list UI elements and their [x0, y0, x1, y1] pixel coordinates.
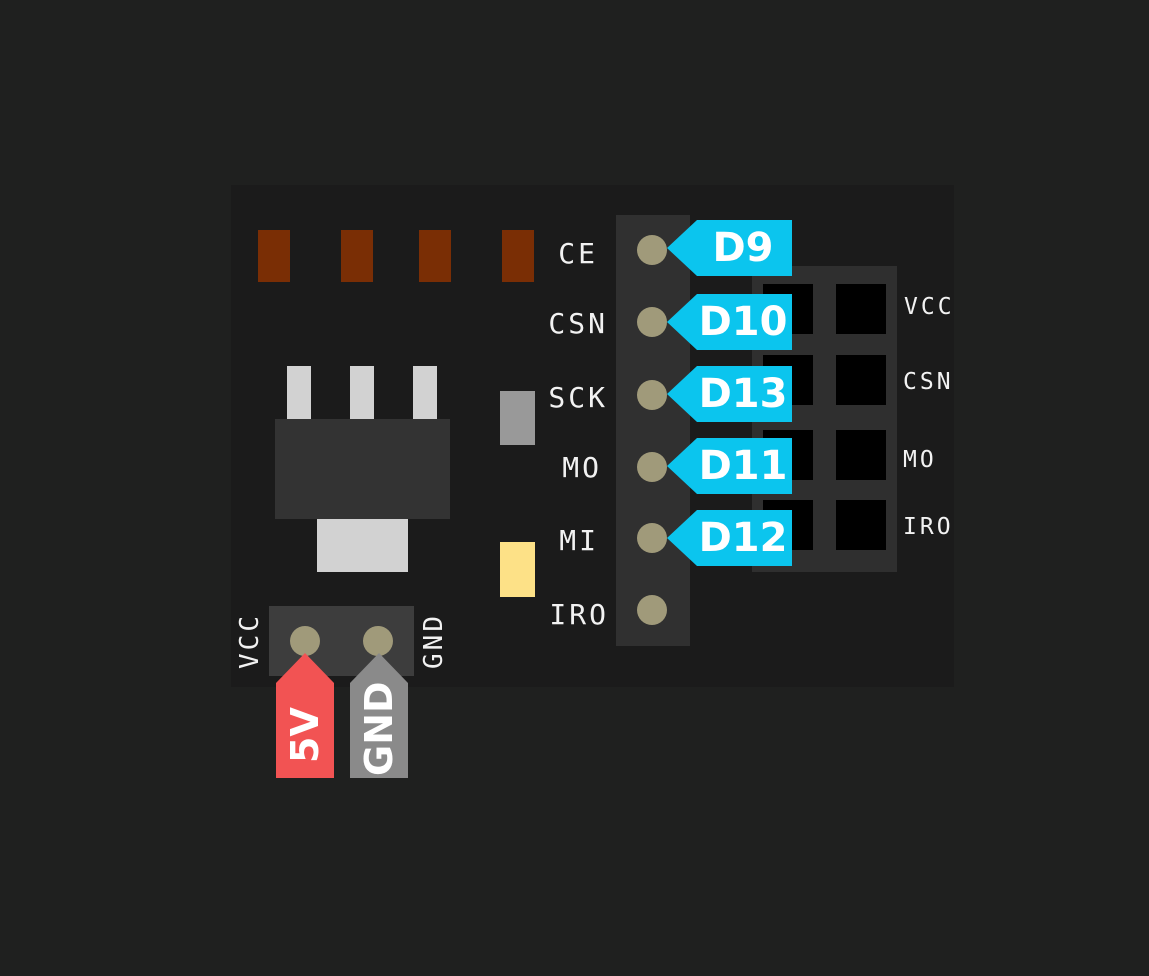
- regulator-pin: [413, 366, 437, 420]
- regulator-pin: [350, 366, 374, 420]
- pin-label-mo: MO: [562, 451, 602, 484]
- tag-label: GND: [357, 681, 401, 776]
- tag-label: D11: [698, 443, 788, 489]
- socket-label-mo: MO: [903, 447, 937, 473]
- tag-label: 5V: [283, 707, 327, 763]
- power-pin-vcc: [290, 626, 320, 656]
- resistor: [419, 230, 451, 282]
- pin-label-iro: IRO: [549, 598, 609, 631]
- socket-label-csn: CSN: [903, 369, 954, 395]
- smd-led: [500, 542, 535, 597]
- arduino-pin-tag-d9: D9: [667, 220, 792, 276]
- power-tag-gnd: GND: [350, 653, 408, 778]
- arduino-pin-tag-d12: D12: [667, 510, 792, 566]
- tag-label: D9: [712, 225, 774, 271]
- power-tag-5v: 5V: [276, 653, 334, 778]
- header-pin-mi: [637, 523, 667, 553]
- header-pin-csn: [637, 307, 667, 337]
- header-pin-mo: [637, 452, 667, 482]
- pin-label-mi: MI: [559, 524, 599, 557]
- header-pin-ce: [637, 235, 667, 265]
- header-pin-iro: [637, 595, 667, 625]
- pin-label-ce: CE: [558, 237, 598, 270]
- pin-header: [616, 215, 690, 646]
- arduino-pin-tag-d13: D13: [667, 366, 792, 422]
- regulator-tab: [317, 519, 408, 572]
- pin-label-csn: CSN: [548, 307, 608, 340]
- tag-label: D10: [698, 299, 788, 345]
- header-pin-sck: [637, 380, 667, 410]
- socket-hole: [836, 500, 886, 550]
- socket-label-vcc: VCC: [904, 294, 955, 320]
- power-pin-gnd: [363, 626, 393, 656]
- resistor: [258, 230, 290, 282]
- socket-hole: [836, 430, 886, 480]
- power-label-vcc: VCC: [235, 613, 265, 669]
- voltage-regulator: [275, 419, 450, 519]
- tag-label: D12: [698, 515, 788, 561]
- smd-capacitor: [500, 391, 535, 445]
- socket-label-iro: IRO: [903, 514, 954, 540]
- pin-label-sck: SCK: [548, 381, 608, 414]
- resistor: [502, 230, 534, 282]
- arduino-pin-tag-d10: D10: [667, 294, 792, 350]
- arduino-pin-tag-d11: D11: [667, 438, 792, 494]
- regulator-pin: [287, 366, 311, 420]
- resistor: [341, 230, 373, 282]
- socket-hole: [836, 355, 886, 405]
- power-label-gnd: GND: [419, 613, 449, 669]
- socket-hole: [836, 284, 886, 334]
- tag-label: D13: [698, 371, 788, 417]
